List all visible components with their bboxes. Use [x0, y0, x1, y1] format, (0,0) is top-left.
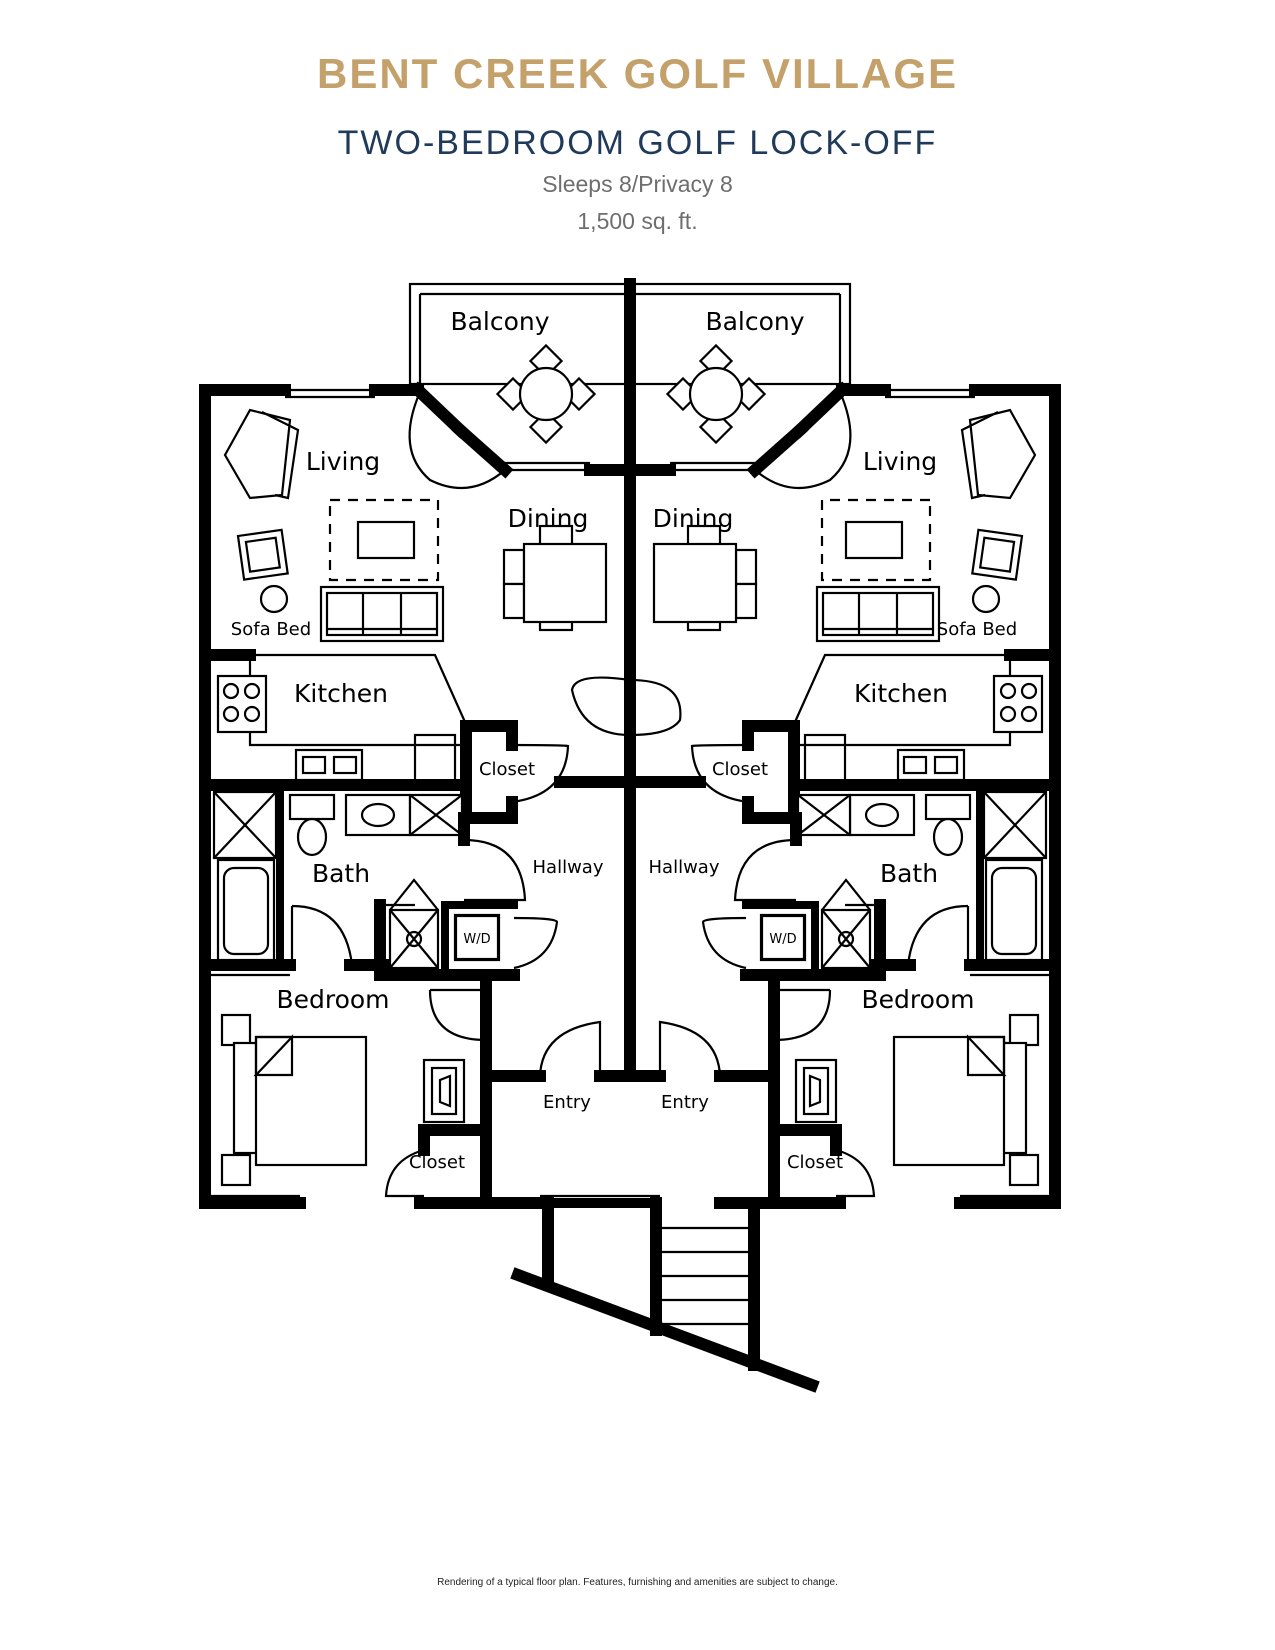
label-closet-bedroom-left: Closet [409, 1152, 465, 1173]
entry-stairs [510, 1197, 820, 1393]
label-sofa-bed-right: Sofa Bed [937, 619, 1017, 640]
label-dining-right: Dining [653, 504, 734, 533]
label-closet-kitchen-left: Closet [479, 759, 535, 780]
page-title: BENT CREEK GOLF VILLAGE [316, 50, 958, 97]
label-dining-left: Dining [508, 504, 589, 533]
vanity-left [344, 793, 412, 837]
label-closet-bedroom-right: Closet [787, 1152, 843, 1173]
fridge-left [413, 733, 457, 783]
dining-set-left [502, 524, 608, 632]
right-unit [624, 282, 1061, 1209]
label-entry-left: Entry [543, 1092, 591, 1113]
label-sofa-bed-left: Sofa Bed [231, 619, 311, 640]
label-bedroom-right: Bedroom [861, 985, 974, 1014]
toilet-left [296, 817, 328, 857]
disclaimer: Rendering of a typical floor plan. Featu… [437, 1577, 838, 1588]
label-balcony-left: Balcony [450, 307, 549, 336]
living-lounge-chair-left [223, 408, 300, 500]
stove-left [216, 674, 268, 734]
label-balcony-right: Balcony [705, 307, 804, 336]
label-bath-left: Bath [312, 859, 370, 888]
label-living-right: Living [863, 447, 937, 476]
balcony-table-right [666, 344, 766, 444]
label-kitchen-right: Kitchen [854, 679, 948, 708]
tv-left [422, 1058, 466, 1124]
label-kitchen-left: Kitchen [294, 679, 388, 708]
label-bath-right: Bath [880, 859, 938, 888]
shower-left [212, 790, 278, 860]
bed-left [220, 1013, 368, 1187]
rug-left [328, 498, 440, 582]
sofa-bed-left [319, 585, 445, 643]
unit-type-subtitle: TWO-BEDROOM GOLF LOCK-OFF [337, 124, 938, 162]
label-closet-kitchen-right: Closet [712, 759, 768, 780]
sink-left [294, 748, 364, 782]
coffee-table-left [356, 520, 416, 560]
label-hallway-left: Hallway [533, 857, 604, 878]
sleeps-text: Sleeps 8/Privacy 8 [542, 171, 733, 197]
left-unit [199, 282, 660, 1209]
area-text: 1,500 sq. ft. [577, 208, 698, 234]
bathtub-left [216, 858, 276, 962]
label-living-left: Living [306, 447, 380, 476]
label-bedroom-left: Bedroom [276, 985, 389, 1014]
label-hallway-right: Hallway [649, 857, 720, 878]
balcony-table-left [496, 344, 596, 444]
side-table-left [259, 584, 289, 614]
toilet-tank-left [288, 793, 336, 821]
label-wd-right: W/D [769, 932, 796, 947]
label-wd-left: W/D [463, 932, 490, 947]
armchair-left [236, 528, 289, 581]
label-entry-right: Entry [661, 1092, 709, 1113]
